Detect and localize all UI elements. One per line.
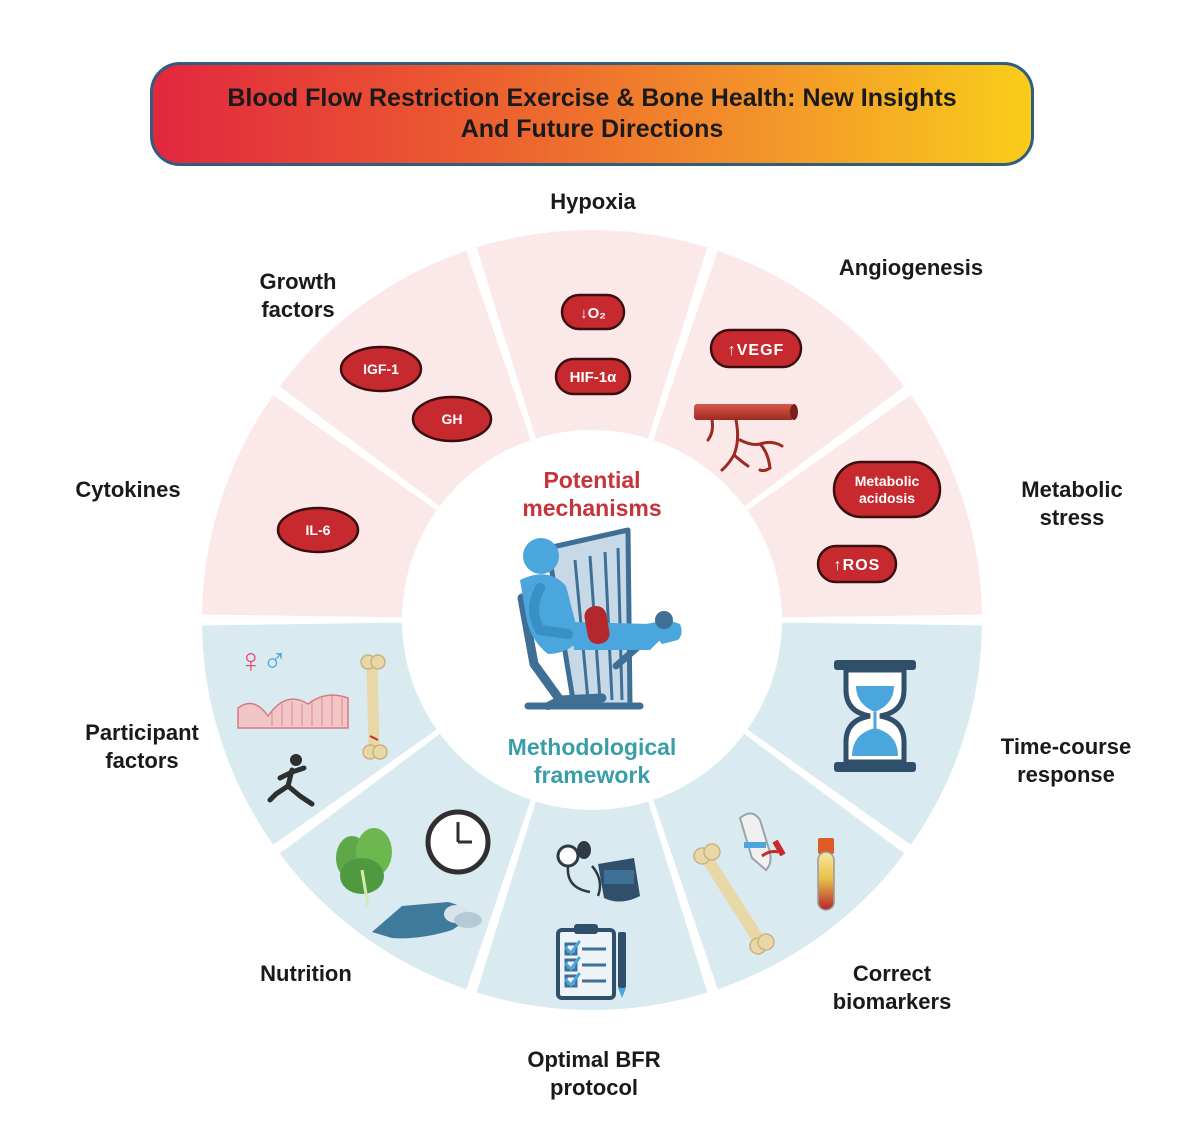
blood-vessel-icon (694, 404, 798, 473)
label-time-course-1: Time-course (1000, 734, 1132, 759)
label-biomarkers-2: biomarkers (832, 989, 952, 1014)
badge-metabolic-acidosis: Metabolic acidosis (832, 460, 942, 519)
badge-gh: GH (411, 395, 493, 443)
badge-hif1a: HIF-1α (554, 357, 632, 396)
badge-vegf-text: ↑VEGF (728, 342, 785, 359)
clock-icon (425, 809, 491, 875)
center-title-mechanisms-1: Potential (543, 467, 641, 493)
title-line-1: Blood Flow Restriction Exercise & Bone H… (227, 84, 957, 112)
center-title-mechanisms-2: mechanisms (522, 495, 662, 521)
bfr-exercise-machine-icon (517, 527, 682, 710)
label-growth-factors: Growth factors (236, 268, 360, 324)
label-participant-factors-1: Participant (85, 720, 199, 745)
label-biomarkers-1: Correct (852, 961, 932, 986)
badge-ros-text: ↑ROS (834, 557, 881, 574)
label-metabolic-stress: Metabolic stress (1000, 476, 1144, 532)
checklist-icon (556, 924, 626, 1000)
bone-icon-participant (360, 654, 388, 760)
hourglass-icon (834, 660, 916, 772)
badge-metabolic-text: Metabolic (855, 473, 920, 489)
title-line-2: And Future Directions (460, 115, 724, 143)
label-metabolic-stress-1: Metabolic (1021, 477, 1123, 502)
iv-arm-icon (738, 812, 786, 872)
badge-o2-text: ↓O₂ (580, 305, 606, 322)
bone-icon-biomarker (693, 843, 775, 955)
label-hypoxia: Hypoxia (550, 189, 636, 214)
sector-participant (202, 622, 437, 845)
leafy-greens-icon (336, 828, 392, 907)
badge-il6-text: IL-6 (306, 522, 331, 538)
blood-tube-icon (817, 838, 835, 911)
badge-igf1-text: IGF-1 (363, 361, 399, 377)
label-time-course: Time-course response (984, 733, 1148, 789)
badge-gh-text: GH (442, 411, 463, 427)
sector-cytokines (202, 395, 437, 618)
center-title-framework: Methodological framework (482, 733, 702, 789)
badge-o2: ↓O₂ (560, 293, 626, 331)
blood-pressure-cuff-icon (556, 841, 640, 902)
label-growth-factors-1: Growth (259, 269, 337, 294)
sector-protocol (476, 801, 708, 1011)
badge-il6: IL-6 (276, 506, 360, 554)
label-angiogenesis: Angiogenesis (838, 255, 984, 280)
label-protocol: Optimal BFR protocol (512, 1046, 676, 1102)
label-cytokines: Cytokines (75, 477, 181, 502)
label-participant-factors: Participant factors (66, 719, 218, 775)
sleeping-person-icon (372, 902, 482, 939)
label-metabolic-stress-2: stress (1039, 505, 1105, 530)
female-symbol-icon: ♀ (238, 642, 264, 680)
label-protocol-1: Optimal BFR (527, 1047, 661, 1072)
badge-vegf: ↑VEGF (709, 328, 803, 369)
label-nutrition: Nutrition (260, 961, 352, 986)
badge-acidosis-text: acidosis (859, 490, 915, 506)
sector-biomarkers (653, 733, 905, 990)
runner-icon (267, 754, 315, 807)
label-time-course-2: response (1017, 762, 1115, 787)
sector-angiogenesis (653, 250, 905, 507)
bone-tissue-icon (237, 694, 349, 729)
badge-ros: ↑ROS (816, 544, 898, 584)
center-title-framework-2: framework (533, 762, 651, 788)
center-title-framework-1: Methodological (507, 734, 677, 760)
badge-igf1: IGF-1 (339, 345, 423, 393)
badge-hif1a-text: HIF-1α (570, 369, 618, 386)
center-title-mechanisms: Potential mechanisms (492, 466, 692, 522)
label-participant-factors-2: factors (105, 748, 179, 773)
sector-hypoxia (476, 230, 708, 439)
label-growth-factors-2: factors (261, 297, 335, 322)
title-banner: Blood Flow Restriction Exercise & Bone H… (150, 62, 1034, 166)
label-biomarkers: Correct biomarkers (820, 960, 964, 1016)
label-protocol-2: protocol (550, 1075, 638, 1100)
male-symbol-icon: ♂ (262, 642, 288, 680)
